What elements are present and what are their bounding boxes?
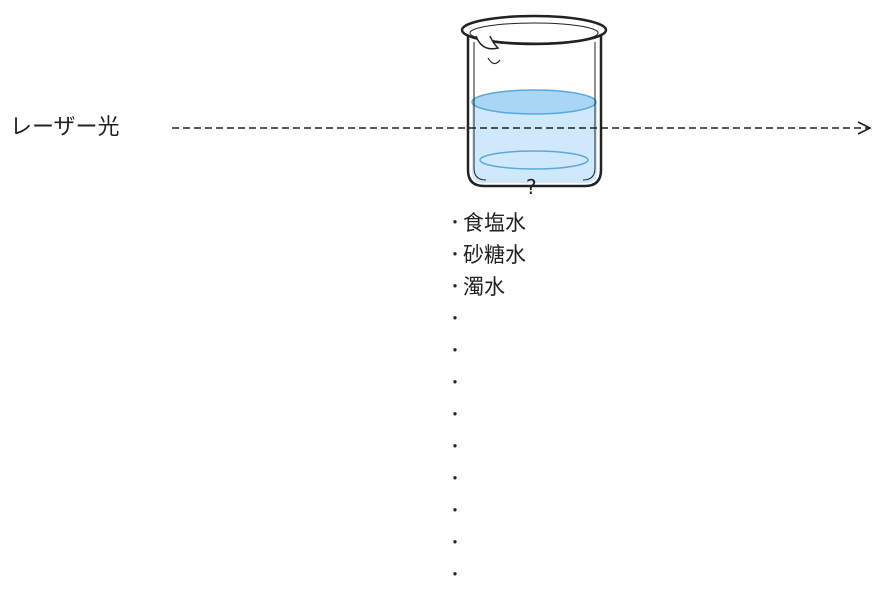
bullet-mark: ・	[447, 309, 464, 328]
beaker-spout	[475, 35, 500, 50]
list-item: ・	[447, 334, 526, 366]
list-item: ・	[447, 558, 526, 590]
laser-label: レーザー光	[10, 115, 120, 140]
liquid-body	[472, 104, 597, 183]
bullet-mark: ・	[447, 213, 464, 232]
unknown-solution-mark: ?	[526, 175, 537, 199]
bullet-mark: ・	[447, 341, 464, 360]
list-item: ・	[447, 462, 526, 494]
liquid-bottom-ellipse	[479, 150, 589, 170]
list-item: ・	[447, 302, 526, 334]
beaker-inner-left-wall	[473, 42, 487, 181]
list-item-text: 濁水	[463, 275, 505, 299]
list-item-text: 食塩水	[463, 211, 526, 235]
list-item: ・	[447, 494, 526, 526]
bullet-mark: ・	[447, 245, 464, 264]
list-item: ・食塩水	[447, 206, 526, 238]
bullet-mark: ・	[447, 469, 464, 488]
beaker-rim-inner	[469, 22, 599, 44]
beaker-inner-right-wall	[582, 42, 596, 181]
list-item: ・	[447, 430, 526, 462]
list-item: ・	[447, 526, 526, 558]
bullet-mark: ・	[447, 437, 464, 456]
beaker-rim	[460, 14, 608, 46]
solution-list: ・食塩水 ・砂糖水 ・濁水 ・ ・ ・ ・ ・ ・ ・ ・ ・	[447, 206, 526, 590]
list-item: ・	[447, 366, 526, 398]
arrow-right-icon	[857, 121, 872, 135]
bullet-mark: ・	[447, 565, 464, 584]
list-item: ・砂糖水	[447, 238, 526, 270]
bullet-mark: ・	[447, 373, 464, 392]
bullet-mark: ・	[447, 533, 464, 552]
list-item: ・濁水	[447, 270, 526, 302]
bullet-mark: ・	[447, 501, 464, 520]
bullet-mark: ・	[447, 405, 464, 424]
bullet-mark: ・	[447, 277, 464, 296]
beaker-left-wall	[466, 36, 603, 188]
list-item: ・	[447, 398, 526, 430]
liquid-surface	[471, 89, 597, 115]
beaker-spout-drip	[487, 57, 501, 65]
list-item-text: 砂糖水	[463, 243, 526, 267]
beaker-icon	[460, 14, 608, 188]
